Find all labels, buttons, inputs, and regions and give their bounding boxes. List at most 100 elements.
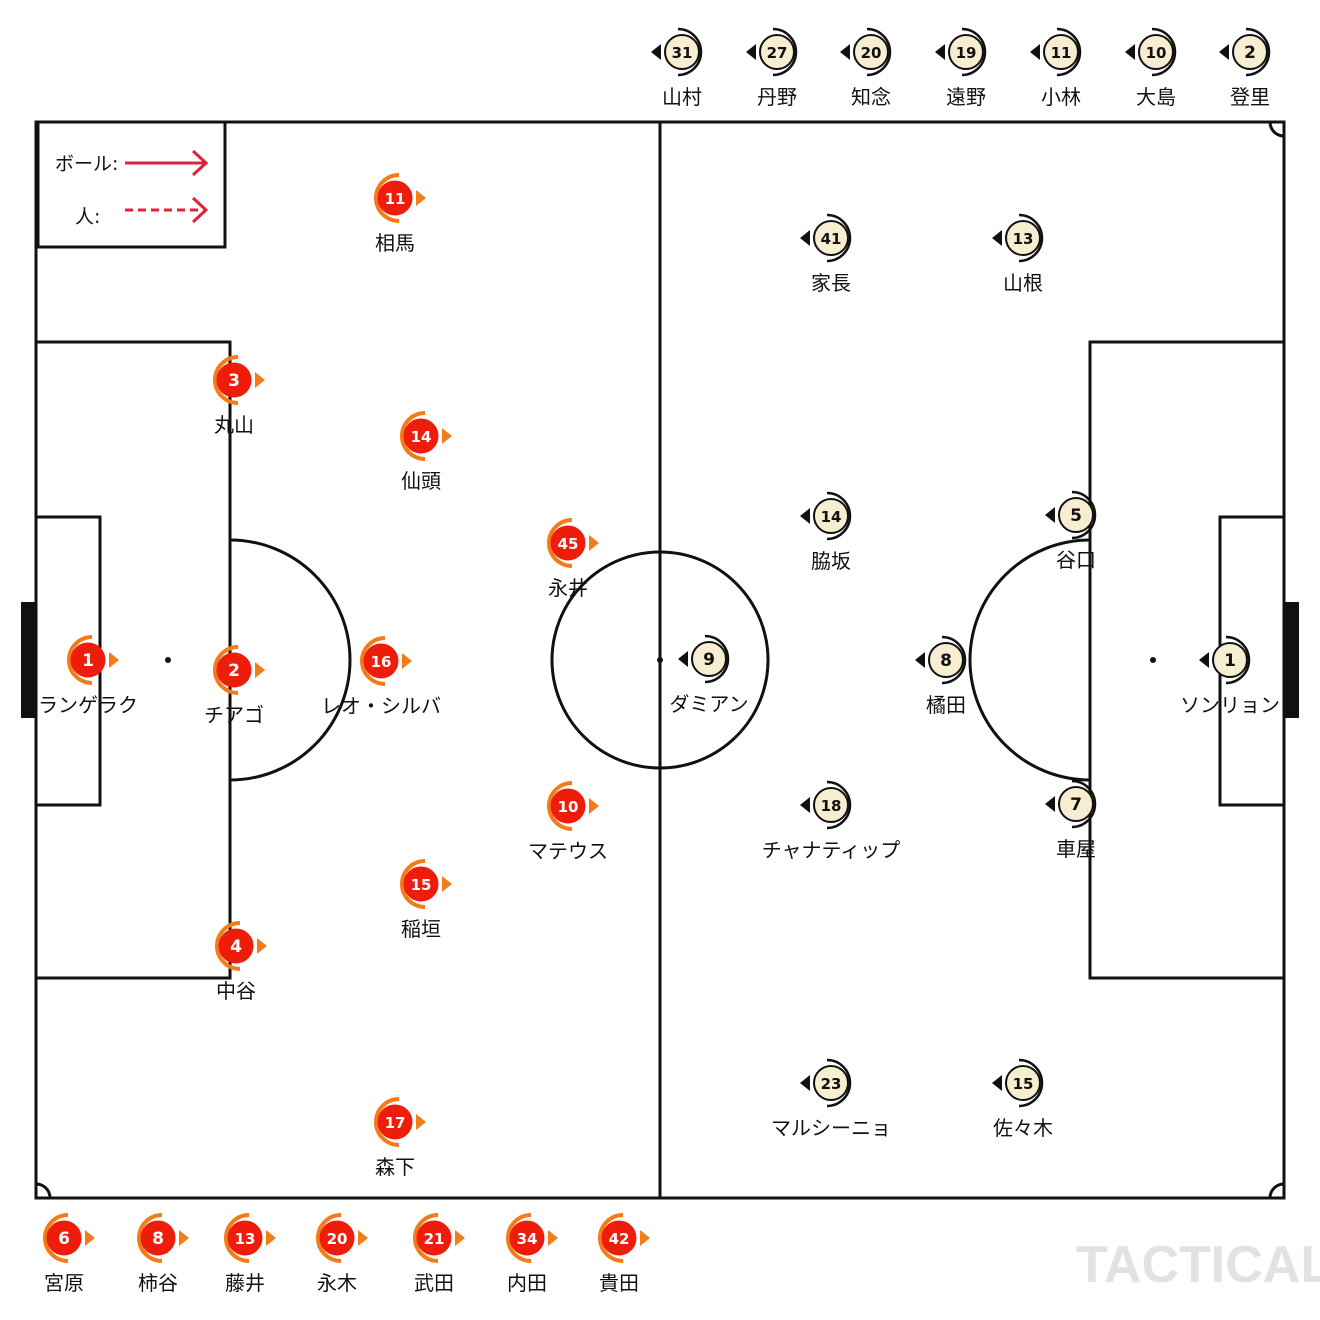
facing-arc — [215, 921, 241, 971]
player-number: 17 — [385, 1114, 406, 1132]
player-number: 34 — [517, 1230, 538, 1248]
player-away-bench-6[interactable]: 2登里 — [1219, 27, 1271, 109]
left-goal — [21, 602, 36, 718]
player-name: ソンリョン — [1180, 693, 1280, 717]
player-home-starters-2[interactable]: 3丸山 — [213, 355, 265, 437]
direction-arrow — [800, 230, 810, 246]
facing-arc — [43, 1213, 69, 1263]
player-name: 谷口 — [1056, 548, 1096, 572]
player-away-starters-1[interactable]: 5 谷口 — [1045, 490, 1097, 572]
player-disc — [691, 641, 727, 677]
player-disc — [416, 1220, 452, 1256]
right-penalty-arc — [968, 538, 1091, 782]
player-home-bench-5[interactable]: 34 内田 — [506, 1213, 558, 1295]
direction-arrow — [1125, 44, 1135, 60]
player-number: 9 — [703, 650, 715, 670]
facing-arc — [213, 645, 239, 695]
player-disc — [216, 362, 252, 398]
player-name: ダミアン — [669, 692, 748, 716]
direction-arrow — [678, 651, 688, 667]
direction-arrow — [1199, 652, 1209, 668]
player-name: マテウス — [528, 839, 608, 863]
direction-arrow — [1045, 796, 1055, 812]
player-name: 佐々木 — [993, 1116, 1053, 1140]
player-name: 仙頭 — [401, 469, 441, 493]
player-number: 10 — [558, 798, 579, 816]
player-number: 20 — [327, 1230, 348, 1248]
player-number: 15 — [411, 876, 432, 894]
facing-arc — [1225, 635, 1251, 685]
brand-main: TACTICAL — [1076, 1236, 1320, 1294]
facing-arc — [1245, 27, 1271, 77]
player-number: 5 — [1070, 506, 1082, 526]
player-name: マルシーニョ — [771, 1116, 891, 1140]
facing-arc — [677, 27, 703, 77]
player-number: 41 — [821, 230, 842, 248]
direction-arrow — [1219, 44, 1229, 60]
player-name: 永木 — [317, 1271, 357, 1295]
player-number: 11 — [1051, 44, 1072, 62]
player-home-bench-1[interactable]: 8柿谷 — [137, 1213, 189, 1295]
player-name: 藤井 — [225, 1271, 265, 1295]
facing-arc — [598, 1213, 624, 1263]
legend-ball-label: ボール: — [55, 153, 118, 175]
player-number: 20 — [861, 44, 882, 62]
player-home-starters-10[interactable]: 10 マテウス — [528, 781, 608, 863]
player-home-starters-3[interactable]: 4中谷 — [215, 921, 267, 1003]
player-name: 内田 — [507, 1271, 547, 1295]
player-number: 14 — [411, 428, 432, 446]
player-disc — [1058, 786, 1094, 822]
player-away-starters-8[interactable]: 23 マルシーニョ — [771, 1058, 891, 1140]
player-away-starters-10[interactable]: 9 ダミアン — [669, 634, 749, 716]
direction-arrow — [442, 876, 452, 892]
facing-arc — [1018, 1058, 1044, 1108]
direction-arrow — [442, 428, 452, 444]
player-away-starters-9[interactable]: 15 佐々木 — [992, 1058, 1053, 1140]
player-number: 15 — [1013, 1075, 1034, 1093]
player-disc — [813, 787, 849, 823]
direction-arrow — [651, 44, 661, 60]
player-home-starters-5[interactable]: 14 仙頭 — [400, 411, 452, 493]
player-disc — [813, 1065, 849, 1101]
player-number: 19 — [956, 44, 977, 62]
facing-arc — [1056, 27, 1082, 77]
player-away-starters-6[interactable]: 8橘田 — [915, 635, 967, 717]
player-home-bench-0[interactable]: 6宮原 — [43, 1213, 95, 1295]
player-home-starters-4[interactable]: 11 相馬 — [374, 173, 426, 255]
player-number: 23 — [821, 1075, 842, 1093]
player-disc — [1232, 34, 1268, 70]
player-number: 11 — [385, 190, 406, 208]
player-name: 相馬 — [375, 231, 415, 255]
facing-arc — [772, 27, 798, 77]
legend-ball-arrowhead — [191, 149, 209, 177]
direction-arrow — [255, 662, 265, 678]
direction-arrow — [935, 44, 945, 60]
player-disc — [853, 34, 889, 70]
facing-arc — [400, 411, 426, 461]
player-home-bench-3[interactable]: 20 永木 — [316, 1213, 368, 1295]
player-away-starters-2[interactable]: 7車屋 — [1045, 779, 1097, 861]
left-penalty-arc — [229, 538, 352, 782]
player-disc — [601, 1220, 637, 1256]
